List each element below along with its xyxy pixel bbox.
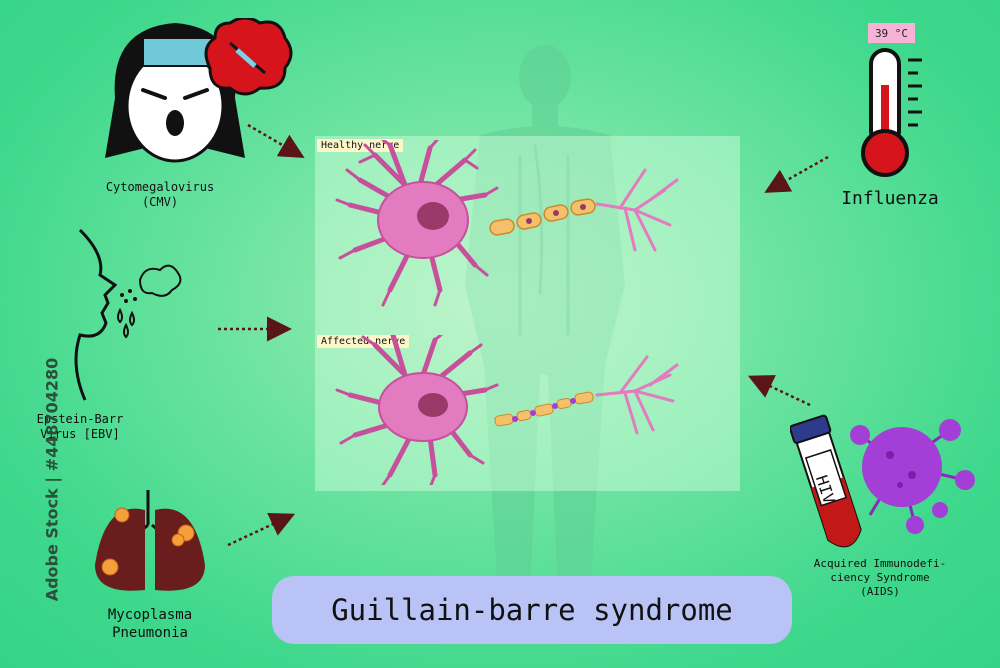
cmv-face-icon [105, 18, 293, 163]
ebv-sneeze-icon [74, 228, 182, 401]
aids-label: Acquired Immunodefi- ciency Syndrome (AI… [813, 557, 947, 598]
healthy-nerve-label: Healthy nerve [317, 139, 404, 152]
affected-neuron-icon [335, 335, 679, 485]
cmv-label: Cytomegalovirus (CMV) [105, 180, 215, 209]
arrow-mycoplasma [227, 512, 296, 547]
affected-nerve-label: Affected nerve [317, 335, 410, 348]
thermometer-icon [861, 48, 922, 177]
thermometer-reading: 39 °C [868, 23, 915, 43]
arrow-influenza [764, 155, 829, 193]
arrow-cmv [247, 123, 305, 159]
ebv-label: Epstein-Barr Virus [EBV] [36, 412, 124, 441]
mycoplasma-label: Mycoplasma Pneumonia [107, 607, 193, 641]
human-body-silhouette [465, 45, 625, 595]
influenza-label: Influenza [841, 188, 939, 209]
healthy-neuron-icon [335, 140, 679, 307]
lungs-icon [95, 490, 205, 591]
title-pill: Guillain-barre syndrome [272, 576, 792, 644]
stock-watermark: Adobe Stock | #448704280 [42, 357, 62, 602]
test-tube-icon [790, 414, 862, 548]
page-title: Guillain-barre syndrome [331, 593, 733, 627]
hiv-virus-icon [850, 419, 975, 534]
arrow-aids [747, 375, 811, 407]
